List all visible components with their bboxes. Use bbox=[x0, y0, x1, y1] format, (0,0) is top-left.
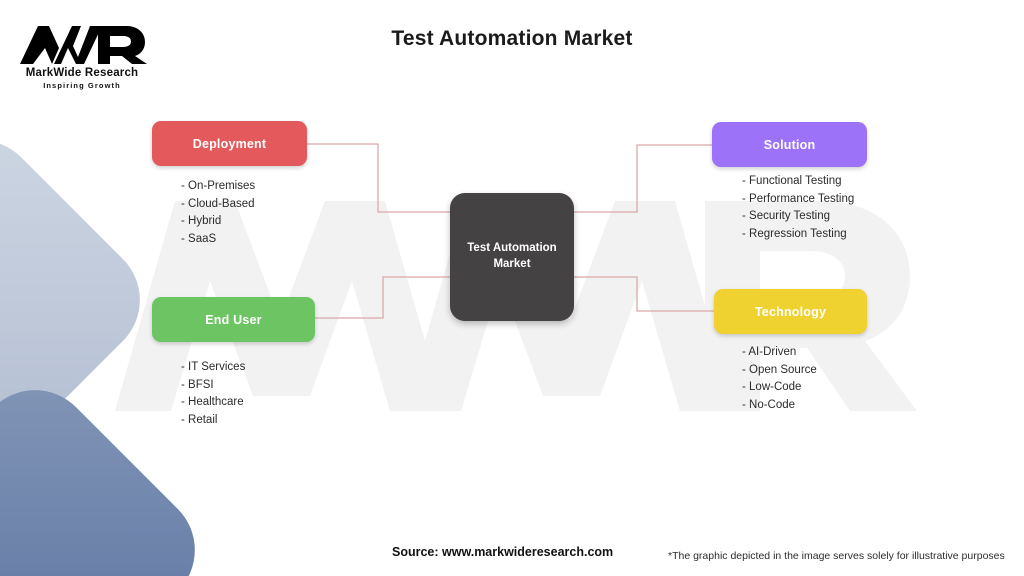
brand-logo: MarkWide Research Inspiring Growth bbox=[16, 24, 148, 90]
list-item: - Low-Code bbox=[742, 381, 802, 394]
list-solution: - Functional Testing - Performance Testi… bbox=[742, 173, 854, 243]
list-deployment: - On-Premises - Cloud-Based - Hybrid - S… bbox=[181, 178, 255, 248]
list-end-user: - IT Services - BFSI - Healthcare - Reta… bbox=[181, 359, 245, 429]
list-item: - Performance Testing bbox=[742, 192, 855, 205]
node-center[interactable]: Test Automation Market bbox=[450, 193, 574, 321]
list-item: - AI-Driven bbox=[742, 346, 797, 358]
list-item: - Retail bbox=[181, 413, 218, 426]
brand-name: MarkWide Research bbox=[25, 67, 139, 79]
page-title: Test Automation Market bbox=[391, 27, 633, 50]
list-item: - IT Services bbox=[181, 361, 246, 373]
connector-solution bbox=[574, 144, 712, 213]
list-item: - Healthcare bbox=[181, 396, 244, 409]
connector-deployment bbox=[307, 143, 450, 213]
list-item: - Regression Testing bbox=[742, 227, 847, 240]
node-solution[interactable]: Solution bbox=[712, 122, 867, 167]
node-deployment-label: Deployment bbox=[192, 136, 267, 151]
disclaimer-text: *The graphic depicted in the image serve… bbox=[668, 550, 1005, 562]
list-technology: - AI-Driven - Open Source - Low-Code - N… bbox=[742, 344, 817, 414]
node-solution-label: Solution bbox=[763, 137, 816, 152]
node-center-label-line2: Market bbox=[493, 258, 531, 270]
node-center-label-line1: Test Automation bbox=[467, 242, 557, 255]
list-item: - Cloud-Based bbox=[181, 197, 255, 210]
list-item: - Open Source bbox=[742, 363, 817, 376]
node-deployment[interactable]: Deployment bbox=[152, 121, 307, 166]
mwr-logo-mark bbox=[20, 26, 147, 64]
node-technology[interactable]: Technology bbox=[714, 289, 867, 334]
list-item: - On-Premises bbox=[181, 180, 256, 192]
list-item: - BFSI bbox=[181, 378, 214, 391]
node-end-user-label: End User bbox=[205, 312, 262, 327]
brand-tagline: Inspiring Growth bbox=[43, 81, 121, 90]
list-item: - Functional Testing bbox=[742, 175, 842, 187]
node-technology-label: Technology bbox=[754, 304, 827, 319]
connector-technology bbox=[574, 276, 714, 312]
connector-end-user bbox=[315, 276, 450, 319]
list-item: - No-Code bbox=[742, 398, 796, 411]
list-item: - Hybrid bbox=[181, 215, 222, 228]
source-text: Source: www.markwideresearch.com bbox=[392, 545, 614, 559]
list-item: - SaaS bbox=[181, 232, 217, 245]
node-end-user[interactable]: End User bbox=[152, 297, 315, 342]
list-item: - Security Testing bbox=[742, 210, 830, 223]
